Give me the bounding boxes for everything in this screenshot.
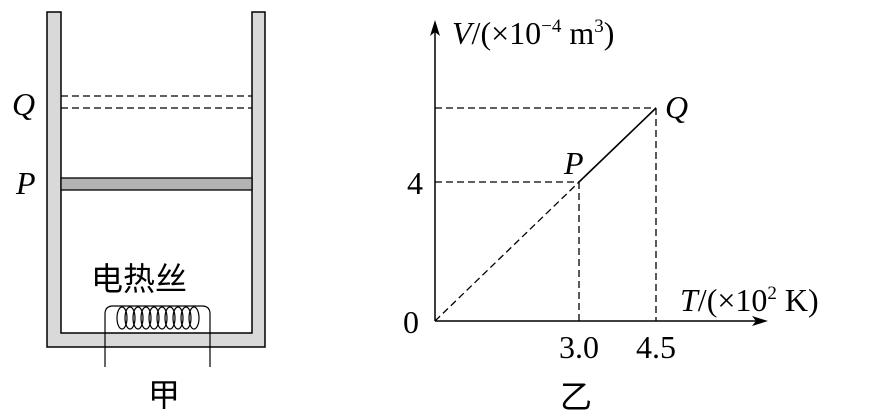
label-p-position: P bbox=[15, 165, 36, 201]
caption-a: 甲 bbox=[148, 376, 180, 414]
heating-coil bbox=[104, 305, 211, 367]
x-axis-label: T/(×102 K) bbox=[680, 282, 819, 318]
caption-b: 乙 bbox=[560, 378, 592, 415]
p-to-q-line bbox=[578, 107, 657, 183]
x-axis-arrow-icon bbox=[752, 316, 768, 326]
x-tick-label: 4.5 bbox=[636, 329, 676, 365]
cylinder-figure: Q P 电热丝 甲 bbox=[12, 11, 266, 414]
origin-label: 0 bbox=[403, 304, 419, 340]
y-tick-label: 4 bbox=[407, 165, 423, 201]
y-axis-label: V/(×10−4 m3) bbox=[452, 15, 614, 51]
y-axis-arrow-icon bbox=[430, 20, 440, 36]
point-p-label: P bbox=[563, 145, 584, 181]
point-q-label: Q bbox=[665, 89, 688, 125]
x-tick-label: 3.0 bbox=[559, 329, 599, 365]
piston bbox=[60, 177, 253, 191]
cylinder-wall bbox=[46, 11, 266, 348]
label-q-position: Q bbox=[12, 86, 35, 122]
heater-label: 电热丝 bbox=[91, 260, 187, 298]
vt-graph: V/(×10−4 m3) T/(×102 K) 0 4 3.0 4.5 P Q … bbox=[403, 15, 819, 415]
origin-to-p-extrapolation bbox=[434, 181, 580, 322]
